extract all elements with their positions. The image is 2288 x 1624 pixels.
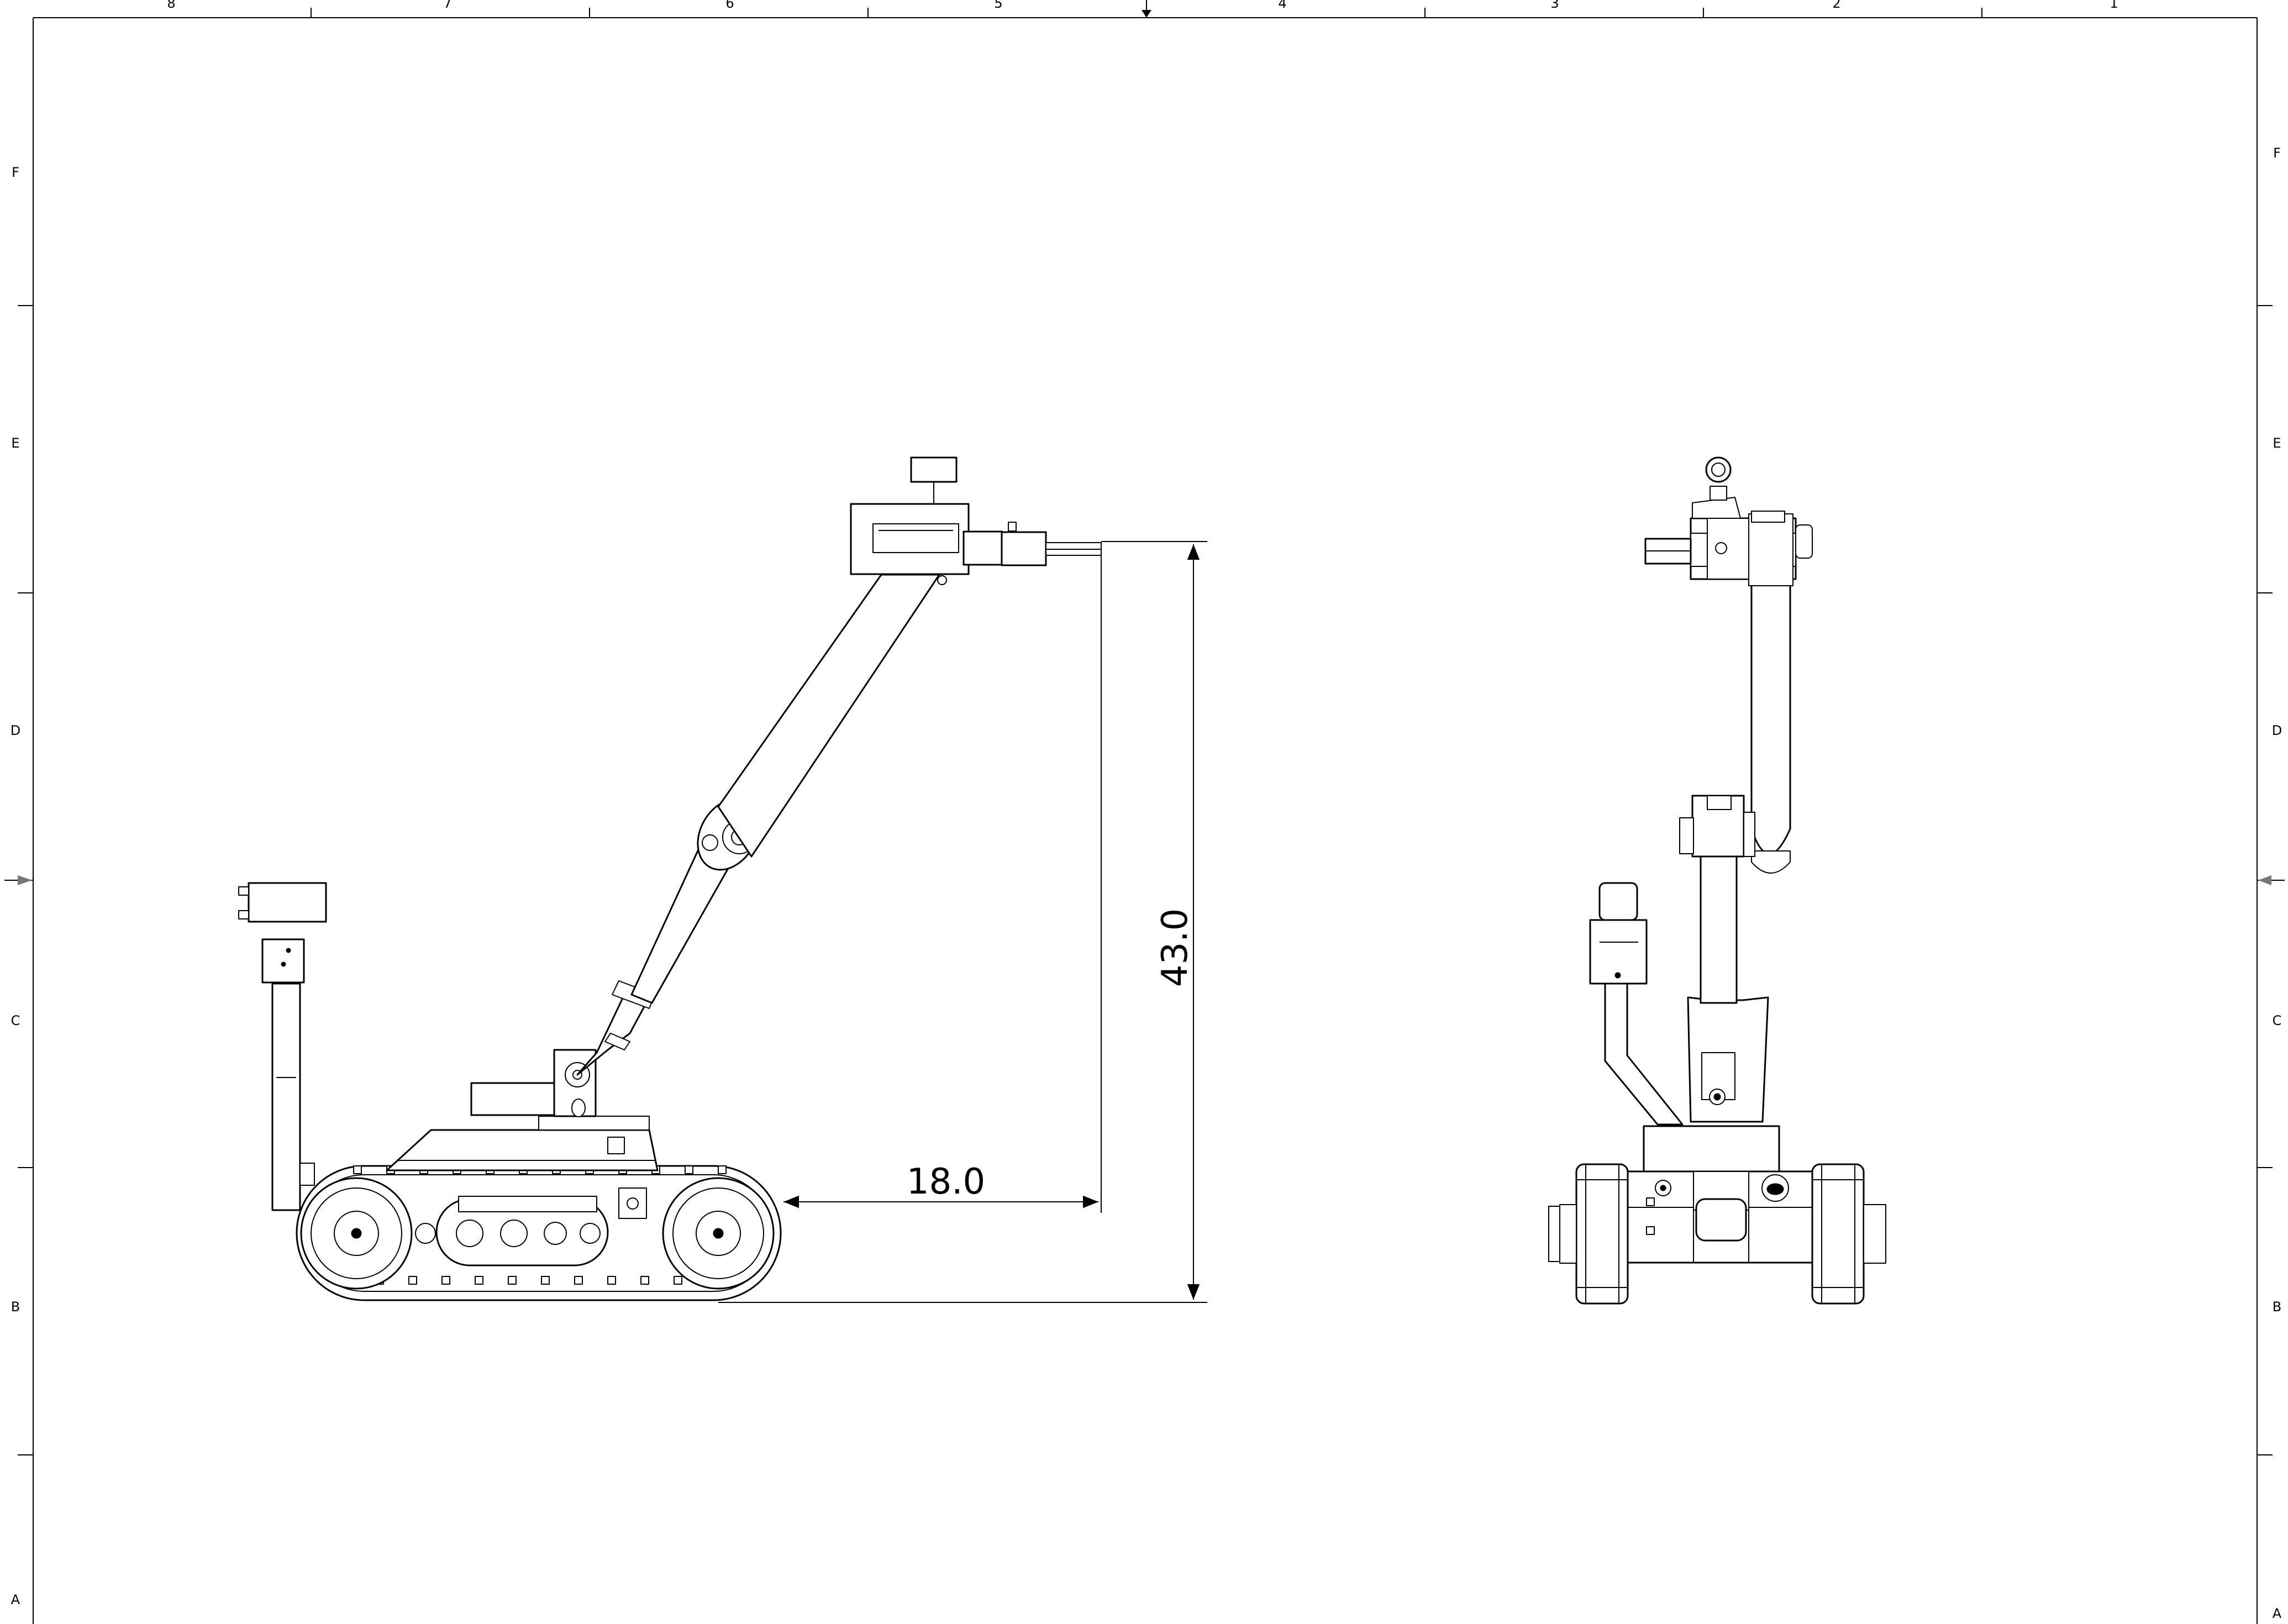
front-chassis (1627, 1125, 1813, 1264)
left-zone-letters: F E D C B A (10, 165, 20, 1607)
dimension-annotations (718, 541, 1207, 1303)
track-side-panel (415, 1187, 647, 1266)
front-drive-wheel (662, 1177, 775, 1290)
lower-arm (576, 839, 736, 1076)
robot-side-view (238, 456, 1102, 1301)
zone-number: 4 (1278, 0, 1286, 11)
front-right-track (1811, 1163, 1886, 1305)
zone-letter: B (2273, 1299, 2281, 1315)
top-center-mark (1142, 0, 1151, 18)
zone-letter: F (12, 165, 19, 180)
payload-box (470, 1082, 555, 1116)
zone-number: 7 (443, 0, 451, 11)
zone-letter: C (11, 1013, 20, 1028)
shoulder-turret (538, 1049, 650, 1131)
zone-letter: E (2273, 435, 2281, 451)
zone-number: 1 (2110, 0, 2118, 11)
zone-letter: E (11, 435, 19, 451)
zone-letter: D (2272, 723, 2282, 738)
zone-letter: C (2273, 1013, 2282, 1028)
zone-number: 8 (167, 0, 175, 11)
wrist-head (850, 456, 1017, 585)
drawing-border (33, 17, 2258, 1624)
reach-dimension-label: 18.0 (907, 1161, 986, 1202)
top-zone-numbers: 8 7 6 5 4 3 2 1 (167, 0, 2118, 11)
front-camera-mast (1589, 882, 1684, 1126)
zone-letter: B (11, 1299, 20, 1315)
front-lower-arm (1679, 795, 1769, 1123)
zone-number: 2 (1832, 0, 1840, 11)
zone-letter: A (11, 1592, 20, 1607)
side-center-marks (4, 875, 2285, 885)
gripper (1001, 531, 1102, 566)
rear-drive-wheel (300, 1177, 413, 1290)
side-zone-ticks (18, 305, 2273, 1455)
right-zone-letters: F E D C B A (2272, 145, 2282, 1621)
rear-camera-mast (238, 882, 327, 1211)
robot-front-view (1548, 456, 1886, 1305)
front-wrist-head (1644, 456, 1813, 586)
zone-letter: D (10, 723, 20, 738)
zone-number: 6 (725, 0, 734, 11)
front-left-track (1548, 1163, 1629, 1305)
zone-letter: A (2273, 1606, 2282, 1621)
front-upper-arm (1743, 579, 1791, 874)
height-dimension-label: 43.0 (1155, 908, 1196, 987)
upper-arm (717, 574, 940, 858)
zone-number: 5 (994, 0, 1002, 11)
zone-letter: F (2273, 145, 2281, 161)
zone-number: 3 (1550, 0, 1559, 11)
top-zone-ticks (311, 8, 1982, 18)
